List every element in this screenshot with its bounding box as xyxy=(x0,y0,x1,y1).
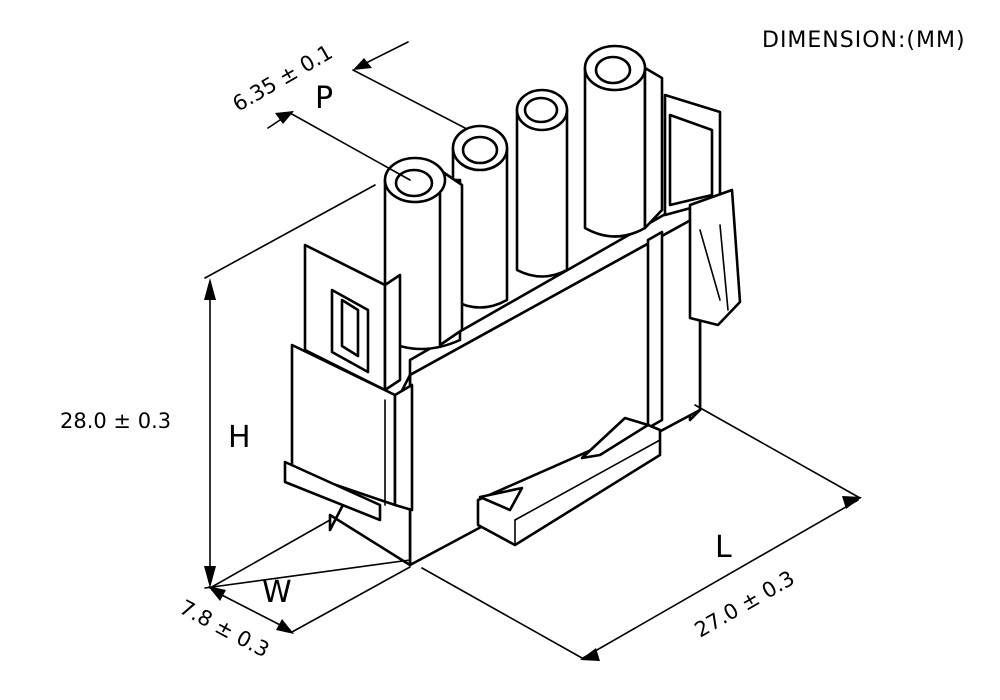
units-label: DIMENSION:(MM) xyxy=(762,28,966,53)
pin-1 xyxy=(383,156,464,351)
pitch-symbol: P xyxy=(315,81,333,116)
length-symbol: L xyxy=(715,530,732,565)
right-latch xyxy=(663,93,742,327)
pin-2 xyxy=(451,124,509,309)
dimension-length xyxy=(421,404,862,661)
pin-3 xyxy=(515,88,569,278)
pin-4 xyxy=(583,44,664,238)
left-latch xyxy=(283,243,414,522)
front-rib xyxy=(476,230,664,547)
height-symbol: H xyxy=(228,420,251,455)
dimension-width xyxy=(208,519,411,634)
width-symbol: W xyxy=(262,575,292,610)
length-value: 27.0 ± 0.3 xyxy=(691,566,799,642)
dimension-height xyxy=(204,184,411,589)
width-value: 7.8 ± 0.3 xyxy=(176,595,274,662)
height-value: 28.0 ± 0.3 xyxy=(60,409,171,433)
dimension-pitch xyxy=(267,41,466,181)
